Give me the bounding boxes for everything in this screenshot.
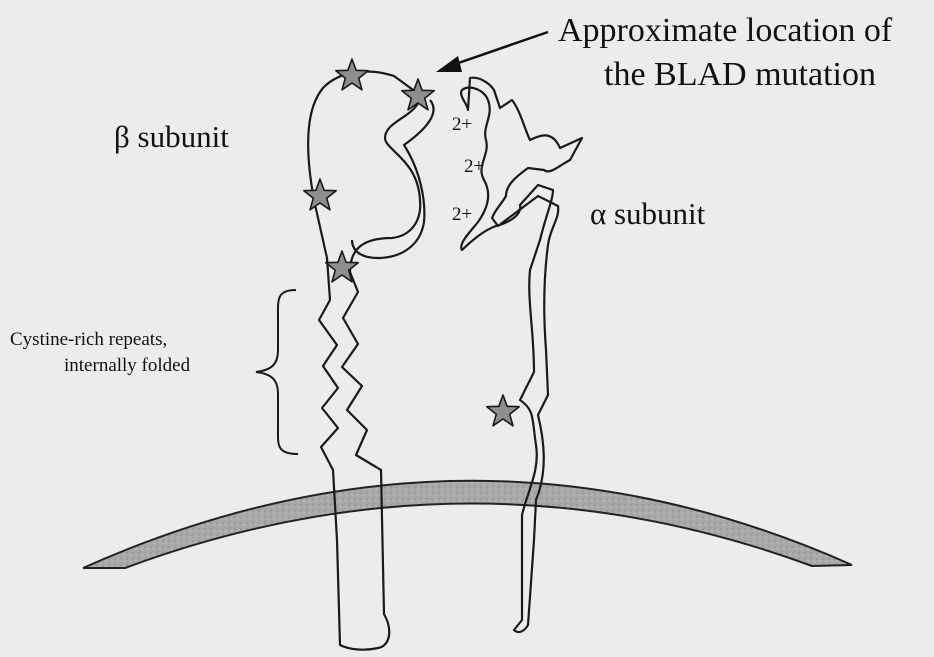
cystine-repeats-label-line1: Cystine-rich repeats, [10,330,167,351]
cation-site-charge-1: 2+ [452,115,472,136]
beta-subunit-outline [308,72,420,650]
mutation-callout-line2: the BLAD mutation [604,56,876,93]
mutation-arrow-head [436,56,462,72]
star-marker-5 [487,395,519,426]
star-marker-1 [336,59,368,90]
cystine-repeats-brace [256,290,298,454]
cystine-repeats-label-line2: internally folded [64,356,190,377]
cell-membrane [83,481,852,568]
star-markers [304,59,519,426]
mutation-callout-line1: Approximate location of [558,12,892,49]
cation-site-charge-2: 2+ [464,157,484,178]
star-marker-3 [304,179,336,210]
alpha-subunit-label: α subunit [590,197,705,231]
beta-subunit-label: β subunit [114,120,229,154]
cation-site-charge-3: 2+ [452,205,472,226]
